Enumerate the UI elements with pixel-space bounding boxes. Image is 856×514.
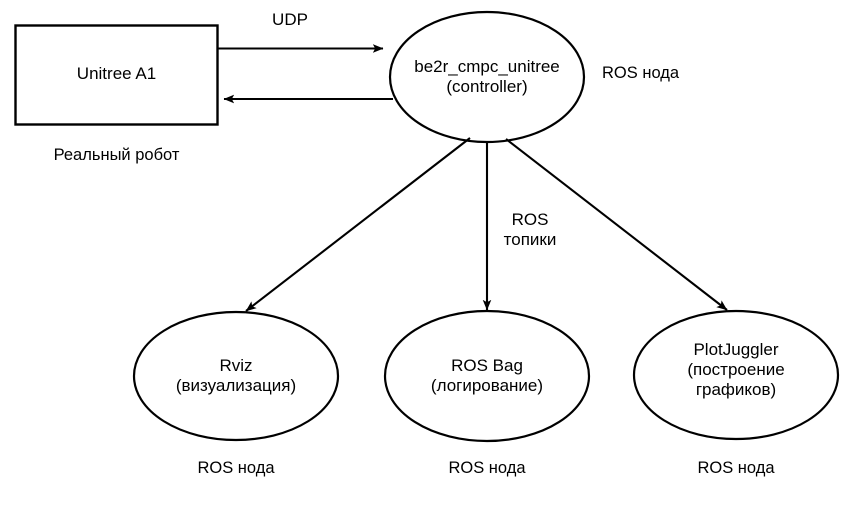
topics-edge-label: ROS топики bbox=[492, 210, 568, 251]
rviz-ellipse bbox=[132, 310, 340, 442]
controller-caption: ROS нода bbox=[602, 64, 712, 83]
plotjuggler-caption-text: ROS нода bbox=[697, 459, 775, 477]
rosbag-caption: ROS нода bbox=[397, 459, 577, 478]
topics-edge-label-line1: ROS bbox=[511, 210, 549, 229]
rosbag-ellipse bbox=[383, 309, 591, 443]
topic-arrow-rviz bbox=[245, 137, 471, 312]
rviz-caption: ROS нода bbox=[146, 459, 326, 478]
robot-rectangle bbox=[14, 24, 219, 126]
controller-caption-text: ROS нода bbox=[602, 64, 680, 82]
plotjuggler-ellipse bbox=[632, 309, 840, 441]
plotjuggler-caption: ROS нода bbox=[646, 459, 826, 478]
robot-caption: Реальный робот bbox=[25, 146, 208, 165]
controller-ellipse bbox=[388, 10, 586, 144]
topics-edge-label-line2: топики bbox=[503, 230, 557, 250]
robot-caption-text: Реальный робот bbox=[53, 146, 180, 164]
udp-edge-label-text: UDP bbox=[272, 10, 308, 29]
rviz-caption-text: ROS нода bbox=[197, 459, 275, 477]
udp-edge-label: UDP bbox=[240, 10, 340, 30]
topic-arrow-plotjuggler bbox=[505, 138, 728, 311]
rosbag-caption-text: ROS нода bbox=[448, 459, 526, 477]
